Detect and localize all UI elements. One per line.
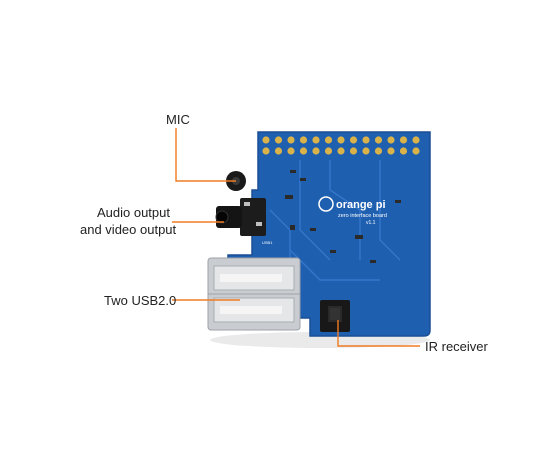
header-pin-pad [274,136,283,144]
header-pin-pad [312,136,320,144]
header-pin-pad [299,136,308,144]
header-pin-pad [399,136,408,144]
header-pin-pad [324,147,333,155]
header-pin-pad [387,136,395,144]
header-pin-pad [287,136,295,144]
label-audio-video: Audio output and video output [80,204,177,238]
label-audio-line2: and video output [80,222,177,237]
smd-components [285,170,401,263]
header-pin-pad [399,147,408,155]
silkscreen-brand: orange pi [336,199,386,211]
silkscreen-usb: USB1 [262,240,273,245]
header-pin-pad [299,147,308,155]
label-audio-line1: Audio output [96,205,170,220]
header-pin-pad [412,147,420,155]
header-pin-pad [262,147,270,155]
leader-lines [172,128,420,347]
header-pin-pad [324,136,333,144]
silkscreen-mic: MIC2 [220,186,230,191]
header-pin-pad [337,147,345,155]
header-pin-pad [349,136,358,144]
silkscreen-version: v1.1 [366,220,376,226]
usb-connector [207,257,301,331]
header-pin-pad [374,147,383,155]
audio-video-jack [215,198,266,236]
header-pin-pad [349,147,358,155]
header-pin-pad [362,147,370,155]
silkscreen-subtitle: zero interface board [338,213,387,219]
header-pin-pad [312,147,320,155]
header-pin-pad [337,136,345,144]
header-pin-pad [262,136,270,144]
header-pin-pad [374,136,383,144]
leader-mic [175,128,236,182]
header-pin-pad [274,147,283,155]
header-pin-pad [362,136,370,144]
header-pin-pad [287,147,295,155]
leader-ir [337,320,420,347]
header-pin-pad [387,147,395,155]
label-usb: Two USB2.0 [104,293,177,308]
label-ir: IR receiver [425,339,488,354]
header-pin-pad [412,136,420,144]
label-mic: MIC [166,112,190,127]
ir-receiver [320,300,350,332]
logo-gear-icon [318,196,334,212]
gpio-header-pads [262,136,420,155]
